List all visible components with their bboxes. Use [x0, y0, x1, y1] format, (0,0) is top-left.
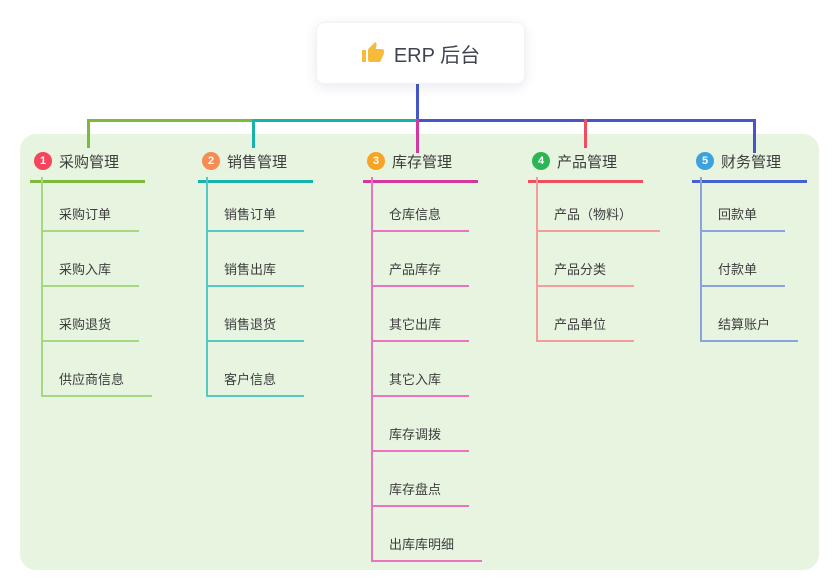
root-node[interactable]: ERP 后台	[316, 22, 525, 84]
child-node[interactable]: 结算账户	[702, 314, 799, 342]
child-node[interactable]: 产品库存	[373, 259, 470, 287]
connector-drop-2	[252, 119, 255, 148]
child-node[interactable]: 采购退货	[43, 314, 140, 342]
child-node[interactable]: 产品（物料）	[538, 204, 661, 232]
thumbs-up-icon	[361, 41, 385, 65]
branch-title: 库存管理	[392, 153, 453, 171]
child-node[interactable]: 库存盘点	[373, 479, 470, 507]
child-node[interactable]: 销售订单	[208, 204, 305, 232]
branch-node-2[interactable]: 2 销售管理	[198, 146, 314, 183]
child-node[interactable]: 回款单	[702, 204, 786, 232]
child-node[interactable]: 付款单	[702, 259, 786, 287]
connector-root-drop	[416, 82, 419, 120]
child-node[interactable]: 销售出库	[208, 259, 305, 287]
child-node[interactable]: 产品单位	[538, 314, 635, 342]
child-node[interactable]: 采购订单	[43, 204, 140, 232]
child-node[interactable]: 销售退货	[208, 314, 305, 342]
branch-node-4[interactable]: 4 产品管理	[528, 146, 644, 183]
child-node[interactable]: 采购入库	[43, 259, 140, 287]
branch-number-badge: 5	[696, 152, 714, 170]
child-node[interactable]: 出库库明细	[373, 534, 483, 562]
branch-children-3: 仓库信息产品库存其它出库其它入库库存调拨库存盘点出库库明细	[371, 177, 483, 562]
root-title: ERP 后台	[393, 44, 481, 67]
connector-drop-4	[584, 119, 587, 148]
branch-node-1[interactable]: 1 采购管理	[30, 146, 146, 183]
child-node[interactable]: 其它出库	[373, 314, 470, 342]
branch-children-2: 销售订单销售出库销售退货客户信息	[206, 177, 305, 397]
connector-bus-green	[87, 119, 254, 122]
child-node[interactable]: 仓库信息	[373, 204, 470, 232]
child-node[interactable]: 产品分类	[538, 259, 635, 287]
branch-title: 财务管理	[721, 153, 782, 171]
branch-number-badge: 4	[532, 152, 550, 170]
connector-bus-teal	[254, 119, 417, 122]
connector-drop-5	[753, 119, 756, 153]
branch-children-4: 产品（物料） 产品分类产品单位	[536, 177, 661, 342]
child-node[interactable]: 供应商信息	[43, 369, 153, 397]
branch-node-5[interactable]: 5 财务管理	[692, 146, 808, 183]
child-node[interactable]: 库存调拨	[373, 424, 470, 452]
connector-drop-1	[87, 119, 90, 148]
branch-children-1: 采购订单采购入库采购退货供应商信息	[41, 177, 153, 397]
branch-title: 产品管理	[557, 153, 618, 171]
branch-children-5: 回款单付款单结算账户	[700, 177, 799, 342]
branch-title: 销售管理	[227, 153, 288, 171]
branches-panel	[20, 134, 819, 570]
branch-number-badge: 3	[367, 152, 385, 170]
child-node[interactable]: 其它入库	[373, 369, 470, 397]
branch-number-badge: 1	[34, 152, 52, 170]
branch-number-badge: 2	[202, 152, 220, 170]
branch-title: 采购管理	[59, 153, 120, 171]
branch-node-3[interactable]: 3 库存管理	[363, 146, 479, 183]
child-node[interactable]: 客户信息	[208, 369, 305, 397]
connector-drop-3	[416, 119, 419, 153]
